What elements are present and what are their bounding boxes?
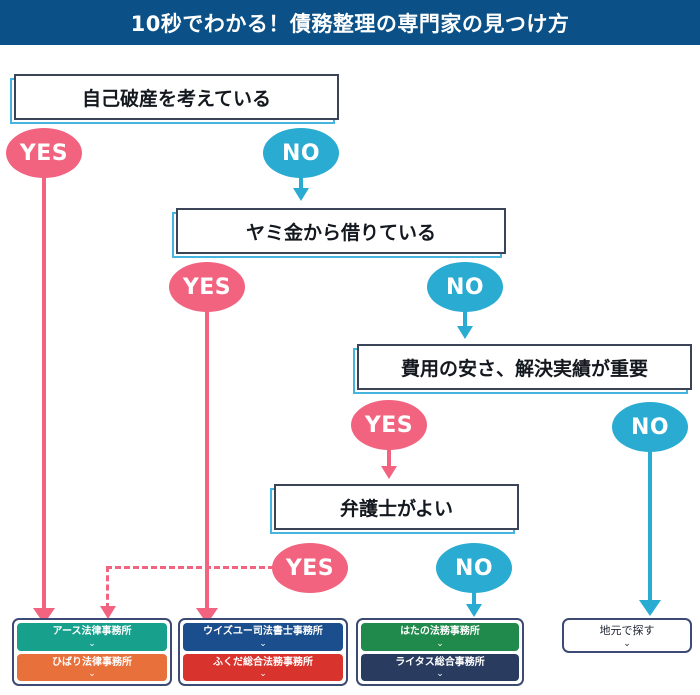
page-title: 10秒でわかる！債務整理の専門家の見つけ方 [130, 11, 570, 36]
branch-label-d2-yes-text: YES [182, 274, 232, 300]
chevron-down-icon: ⌄ [623, 638, 631, 649]
branch-label-d4-no-text: NO [454, 555, 494, 581]
decision-box-4-label: 弁護士がよい [339, 497, 454, 520]
result-item-label: ひばり法律事務所 [52, 656, 132, 668]
connector-d4-no [472, 585, 476, 608]
result-item-local-search[interactable]: 地元で探す ⌄ [567, 623, 687, 650]
branch-label-d1-yes: YES [6, 128, 82, 178]
branch-label-d4-yes-text: YES [285, 555, 335, 581]
branch-label-d4-yes: YES [272, 543, 348, 593]
chevron-down-icon: ⌄ [88, 638, 96, 649]
decision-box-2-face: ヤミ金から借りている [176, 208, 506, 254]
chevron-down-icon: ⌄ [436, 669, 444, 679]
result-item-hatano-homu[interactable]: はたの法務事務所 ⌄ [361, 623, 519, 651]
connector-d2-no [463, 304, 467, 330]
decision-box-1-label: 自己破産を考えている [81, 87, 272, 110]
decision-box-1-face: 自己破産を考えている [14, 74, 339, 120]
page-title-banner: 10秒でわかる！債務整理の専門家の見つけ方 [0, 0, 700, 47]
branch-label-d3-no: NO [612, 402, 688, 452]
arrowhead-d4-yes [100, 606, 116, 619]
connector-d1-no [299, 170, 303, 192]
branch-label-d1-no: NO [263, 128, 339, 178]
branch-label-d1-yes-text: YES [19, 140, 69, 166]
arrowhead-d2-no [457, 326, 473, 339]
decision-box-3-face: 費用の安さ、解決実績が重要 [357, 344, 692, 390]
branch-label-d2-no-text: NO [445, 274, 485, 300]
chevron-down-icon: ⌄ [259, 669, 267, 679]
branch-label-d1-no-text: NO [281, 140, 321, 166]
result-group-3: はたの法務事務所 ⌄ ライタス総合事務所 ⌄ [356, 618, 524, 686]
arrowhead-d4-no [466, 604, 482, 617]
decision-box-3-label: 費用の安さ、解決実績が重要 [400, 357, 648, 380]
chevron-down-icon: ⌄ [88, 669, 96, 679]
decision-box-2: ヤミ金から借りている [172, 208, 506, 258]
result-item-withyou-shihoshoshi[interactable]: ウイズユー司法書士事務所 ⌄ [183, 623, 343, 651]
connector-d4-yes-horizontal [106, 566, 274, 569]
connector-d4-yes-vertical [106, 566, 109, 609]
decision-box-3: 費用の安さ、解決実績が重要 [353, 344, 692, 394]
result-group-2: ウイズユー司法書士事務所 ⌄ ふくだ総合法務事務所 ⌄ [178, 618, 348, 686]
decision-box-4: 弁護士がよい [270, 484, 519, 534]
result-item-fukuda-sogo[interactable]: ふくだ総合法務事務所 ⌄ [183, 653, 343, 681]
connector-d3-yes [387, 442, 391, 470]
result-item-label: はたの法務事務所 [400, 626, 480, 637]
result-item-label: 地元で探す [599, 624, 655, 637]
result-item-label: ライタス総合事務所 [395, 656, 485, 668]
arrowhead-d3-yes [381, 466, 397, 479]
branch-label-d3-yes-text: YES [364, 412, 414, 438]
branch-label-d3-yes: YES [351, 400, 427, 450]
result-item-label: アース法律事務所 [52, 626, 132, 637]
result-group-1: アース法律事務所 ⌄ ひばり法律事務所 ⌄ [12, 618, 172, 686]
result-item-hibari-law[interactable]: ひばり法律事務所 ⌄ [17, 653, 167, 681]
connector-d2-yes [205, 304, 209, 620]
connector-d3-no [648, 444, 652, 608]
result-item-earth-law[interactable]: アース法律事務所 ⌄ [17, 623, 167, 651]
result-item-label: ふくだ総合法務事務所 [213, 656, 313, 668]
result-item-label: ウイズユー司法書士事務所 [203, 626, 323, 637]
result-group-4: 地元で探す ⌄ [562, 618, 692, 653]
branch-label-d2-yes: YES [169, 262, 245, 312]
chevron-down-icon: ⌄ [259, 638, 267, 649]
branch-label-d4-no: NO [436, 543, 512, 593]
decision-box-1: 自己破産を考えている [10, 74, 339, 124]
branch-label-d2-no: NO [427, 262, 503, 312]
decision-box-4-face: 弁護士がよい [274, 484, 519, 530]
arrowhead-d1-no [293, 188, 309, 201]
arrowhead-d3-no [639, 600, 661, 616]
decision-box-2-label: ヤミ金から借りている [245, 221, 436, 244]
connector-d1-yes [42, 170, 46, 622]
result-item-raitasu-sogo[interactable]: ライタス総合事務所 ⌄ [361, 653, 519, 681]
branch-label-d3-no-text: NO [630, 414, 670, 440]
chevron-down-icon: ⌄ [436, 638, 444, 649]
